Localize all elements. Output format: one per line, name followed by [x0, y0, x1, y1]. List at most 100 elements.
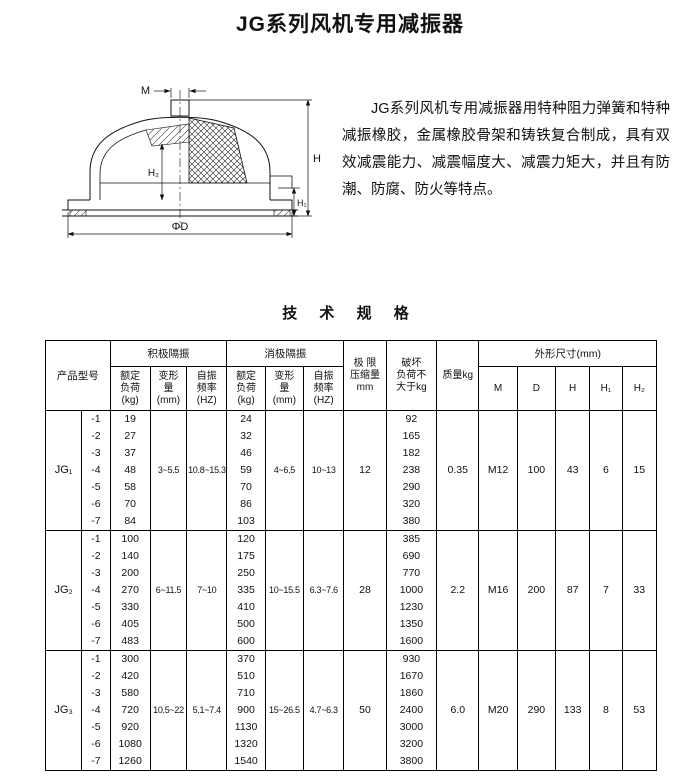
- cell-passive-load: 1320: [226, 736, 266, 753]
- cell-dim-h: 43: [555, 410, 591, 531]
- header-dim-h: H: [555, 366, 591, 411]
- cell-dim-h1: 8: [589, 650, 623, 771]
- header-dim-h1: H₁: [589, 366, 623, 411]
- cell-suffix: -4: [81, 462, 111, 479]
- cell-dim-m: M16: [478, 530, 518, 651]
- cell-dim-d: 100: [516, 410, 557, 531]
- header-dim-d: D: [516, 366, 557, 411]
- cell-active-load: 483: [109, 633, 151, 651]
- cell-passive-load: 335: [226, 582, 266, 599]
- cell-model: JG₃: [44, 650, 83, 771]
- header-product-model: 产品型号: [45, 340, 111, 411]
- cell-breaking-load: 1860: [385, 685, 438, 702]
- header-dim-m: M: [478, 366, 518, 411]
- cell-dim-h1: 7: [589, 530, 623, 651]
- cell-passive-load: 32: [226, 428, 266, 445]
- cell-active-load: 200: [109, 565, 151, 582]
- cell-model: JG₂: [44, 530, 83, 651]
- product-drawing: M H H₁ H₂ ΦD: [42, 80, 342, 266]
- cell-active-deformation: 6~11.5: [149, 530, 188, 651]
- cell-passive-load: 370: [226, 650, 266, 668]
- cell-passive-load: 600: [226, 633, 266, 651]
- cell-suffix: -7: [81, 513, 111, 531]
- header-active-frequency: 自振 频率 (HZ): [186, 366, 228, 411]
- cell-suffix: -2: [81, 668, 111, 685]
- cell-suffix: -3: [81, 565, 111, 582]
- cell-breaking-load: 165: [385, 428, 438, 445]
- cell-active-frequency: 10.8~15.3: [186, 410, 228, 531]
- cell-breaking-load: 92: [385, 410, 438, 428]
- cell-suffix: -1: [81, 530, 111, 548]
- cell-dim-h: 133: [555, 650, 591, 771]
- cell-breaking-load: 385: [385, 530, 438, 548]
- cell-dim-h2: 53: [621, 650, 658, 771]
- cell-mass: 6.0: [436, 650, 480, 771]
- header-limit-compression: 极 限 压缩量 mm: [343, 340, 387, 411]
- cell-breaking-load: 770: [385, 565, 438, 582]
- cell-active-load: 1260: [109, 753, 151, 771]
- cell-suffix: -4: [81, 582, 111, 599]
- cell-active-frequency: 7~10: [186, 530, 228, 651]
- cell-active-frequency: 5.1~7.4: [186, 650, 228, 771]
- cell-suffix: -6: [81, 616, 111, 633]
- dim-label-h1: H₁: [297, 198, 307, 208]
- cell-breaking-load: 1600: [385, 633, 438, 651]
- cell-breaking-load: 1000: [385, 582, 438, 599]
- cell-active-load: 405: [109, 616, 151, 633]
- cell-dim-h2: 33: [621, 530, 658, 651]
- cell-suffix: -2: [81, 548, 111, 565]
- cell-passive-load: 500: [226, 616, 266, 633]
- cell-active-load: 58: [109, 479, 151, 496]
- dim-label-d: ΦD: [172, 221, 189, 233]
- cell-passive-load: 710: [226, 685, 266, 702]
- page-title: JG系列风机专用减振器: [235, 13, 464, 36]
- damper-cross-section: M H H₁ H₂ ΦD: [62, 85, 321, 238]
- cell-active-load: 330: [109, 599, 151, 616]
- cell-active-deformation: 3~5.5: [149, 410, 188, 531]
- cell-suffix: -5: [81, 479, 111, 496]
- cell-active-load: 300: [109, 650, 151, 668]
- cell-breaking-load: 380: [385, 513, 438, 531]
- cell-breaking-load: 2400: [385, 702, 438, 719]
- header-breaking-load: 破坏 负荷不 大于kg: [385, 340, 438, 411]
- cell-passive-load: 250: [226, 565, 266, 582]
- cell-active-load: 270: [109, 582, 151, 599]
- header-passive-isolation: 消极隔振: [226, 340, 345, 367]
- cell-breaking-load: 3000: [385, 719, 438, 736]
- cell-suffix: -4: [81, 702, 111, 719]
- cell-breaking-load: 1230: [385, 599, 438, 616]
- header-outline-dimensions: 外形尺寸(mm): [478, 340, 657, 367]
- cell-model: JG₁: [44, 410, 83, 531]
- header-active-rated-load: 额定 负荷 (kg): [109, 366, 151, 411]
- cell-suffix: -7: [81, 753, 111, 771]
- cell-suffix: -5: [81, 599, 111, 616]
- cell-breaking-load: 3800: [385, 753, 438, 771]
- cell-limit-compression: 28: [343, 530, 387, 651]
- cell-breaking-load: 3200: [385, 736, 438, 753]
- cell-breaking-load: 1670: [385, 668, 438, 685]
- cell-breaking-load: 690: [385, 548, 438, 565]
- cell-dim-h2: 15: [621, 410, 658, 531]
- cell-breaking-load: 320: [385, 496, 438, 513]
- cell-passive-load: 1540: [226, 753, 266, 771]
- cell-active-load: 19: [109, 410, 151, 428]
- cell-passive-load: 70: [226, 479, 266, 496]
- cell-passive-frequency: 4.7~6.3: [303, 650, 345, 771]
- cell-passive-load: 59: [226, 462, 266, 479]
- cell-passive-frequency: 10~13: [303, 410, 345, 531]
- cell-limit-compression: 12: [343, 410, 387, 531]
- cell-passive-load: 510: [226, 668, 266, 685]
